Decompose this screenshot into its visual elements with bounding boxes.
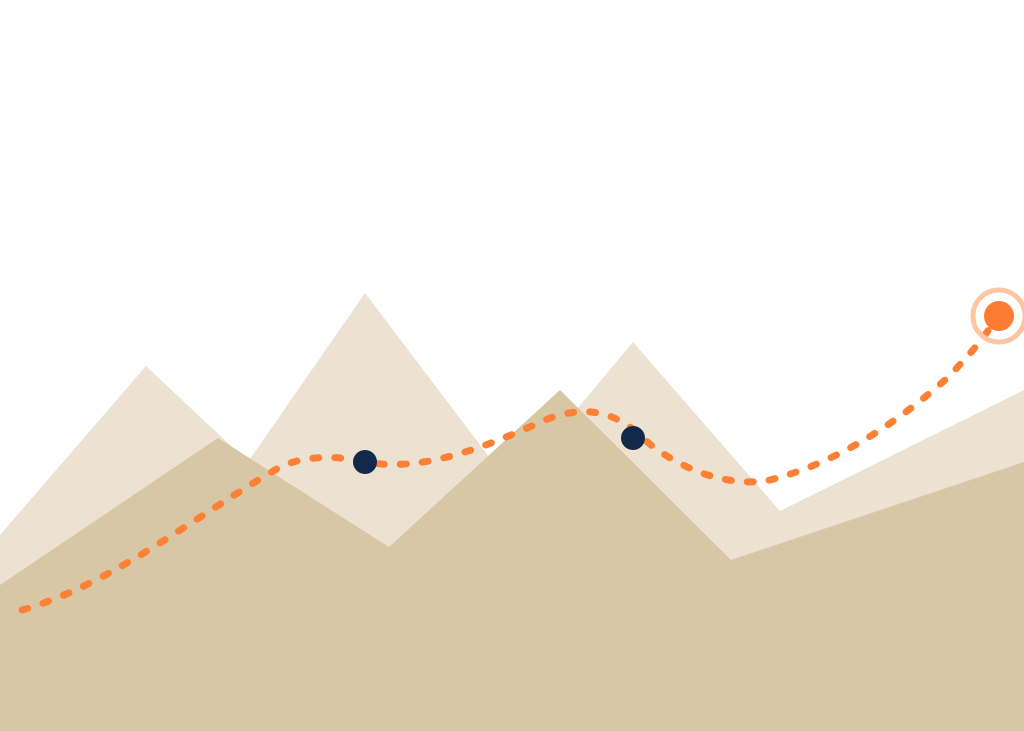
destination-halo [970,287,1024,345]
destination-target-icon [970,287,1024,345]
waypoint-dot-icon [621,426,645,450]
waypoint-dot-icon [353,450,377,474]
destination-dot [984,301,1014,331]
dotted-trail-path [18,324,994,614]
mountains-front-layer [0,390,1024,731]
